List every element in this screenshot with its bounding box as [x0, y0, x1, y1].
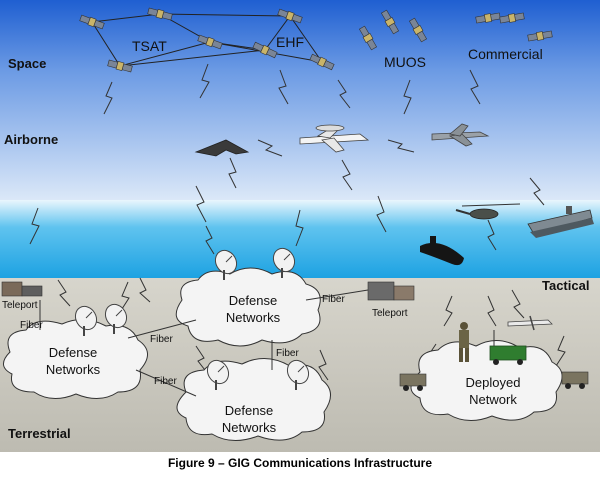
cloud-label-bottom-line1: Defense: [224, 403, 274, 418]
aircraft-carrier-icon: [527, 206, 594, 238]
fiber-label-a: Fiber: [322, 294, 345, 305]
command-vehicle-icon: [489, 330, 527, 365]
fiber-links: [39, 289, 369, 397]
awacs-aircraft-icon: [299, 124, 370, 153]
sky-background: [0, 0, 600, 200]
diagram-canvas: [0, 0, 600, 452]
region-label-tactical: Tactical: [542, 278, 590, 293]
fiber-label-e: Fiber: [276, 348, 299, 359]
gig-diagram: Space Airborne Tactical Terrestrial TSAT…: [0, 0, 600, 452]
cloud-label-bottom: Defense Networks: [204, 402, 294, 436]
cloud-label-bottom-line2: Networks: [221, 420, 277, 435]
teleport-building-icon: [1, 281, 415, 301]
region-label-terrestrial: Terrestrial: [8, 426, 71, 441]
satellite-label-tsat: TSAT: [132, 38, 167, 54]
cloud-label-center-line2: Networks: [225, 310, 281, 325]
submarine-icon: [420, 236, 464, 266]
satellite-label-muos: MUOS: [384, 54, 426, 70]
humvee-icon: [399, 371, 589, 391]
cloud-label-deployed-line1: Deployed: [465, 375, 521, 390]
helicopter-icon: [455, 203, 521, 220]
cloud-label-deployed: Deployed Network: [448, 374, 538, 408]
fiber-label-d: Fiber: [154, 376, 177, 387]
cloud-label-center-line1: Defense: [228, 293, 278, 308]
satellite-label-ehf: EHF: [276, 34, 304, 50]
cloud-label-left-line1: Defense: [48, 345, 98, 360]
uav-icon: [507, 315, 553, 331]
region-label-space: Space: [8, 56, 47, 71]
region-label-airborne: Airborne: [4, 132, 59, 147]
fiber-label-c: Fiber: [150, 334, 173, 345]
cloud-label-left: Defense Networks: [28, 344, 118, 378]
ocean-background: [0, 200, 600, 278]
satellite-label-commercial: Commercial: [468, 46, 543, 62]
stealth-bomber-icon: [194, 139, 250, 157]
fiber-label-b: Fiber: [20, 320, 43, 331]
soldier-icon: [459, 322, 469, 362]
cloud-label-center: Defense Networks: [208, 292, 298, 326]
cloud-label-left-line2: Networks: [45, 362, 101, 377]
cloud-label-deployed-line2: Network: [469, 392, 517, 407]
teleport-label-right: Teleport: [372, 308, 408, 319]
teleport-label-left: Teleport: [2, 300, 38, 311]
figure-caption: Figure 9 – GIG Communications Infrastruc…: [167, 456, 433, 470]
fighter-jet-icon: [431, 123, 490, 147]
